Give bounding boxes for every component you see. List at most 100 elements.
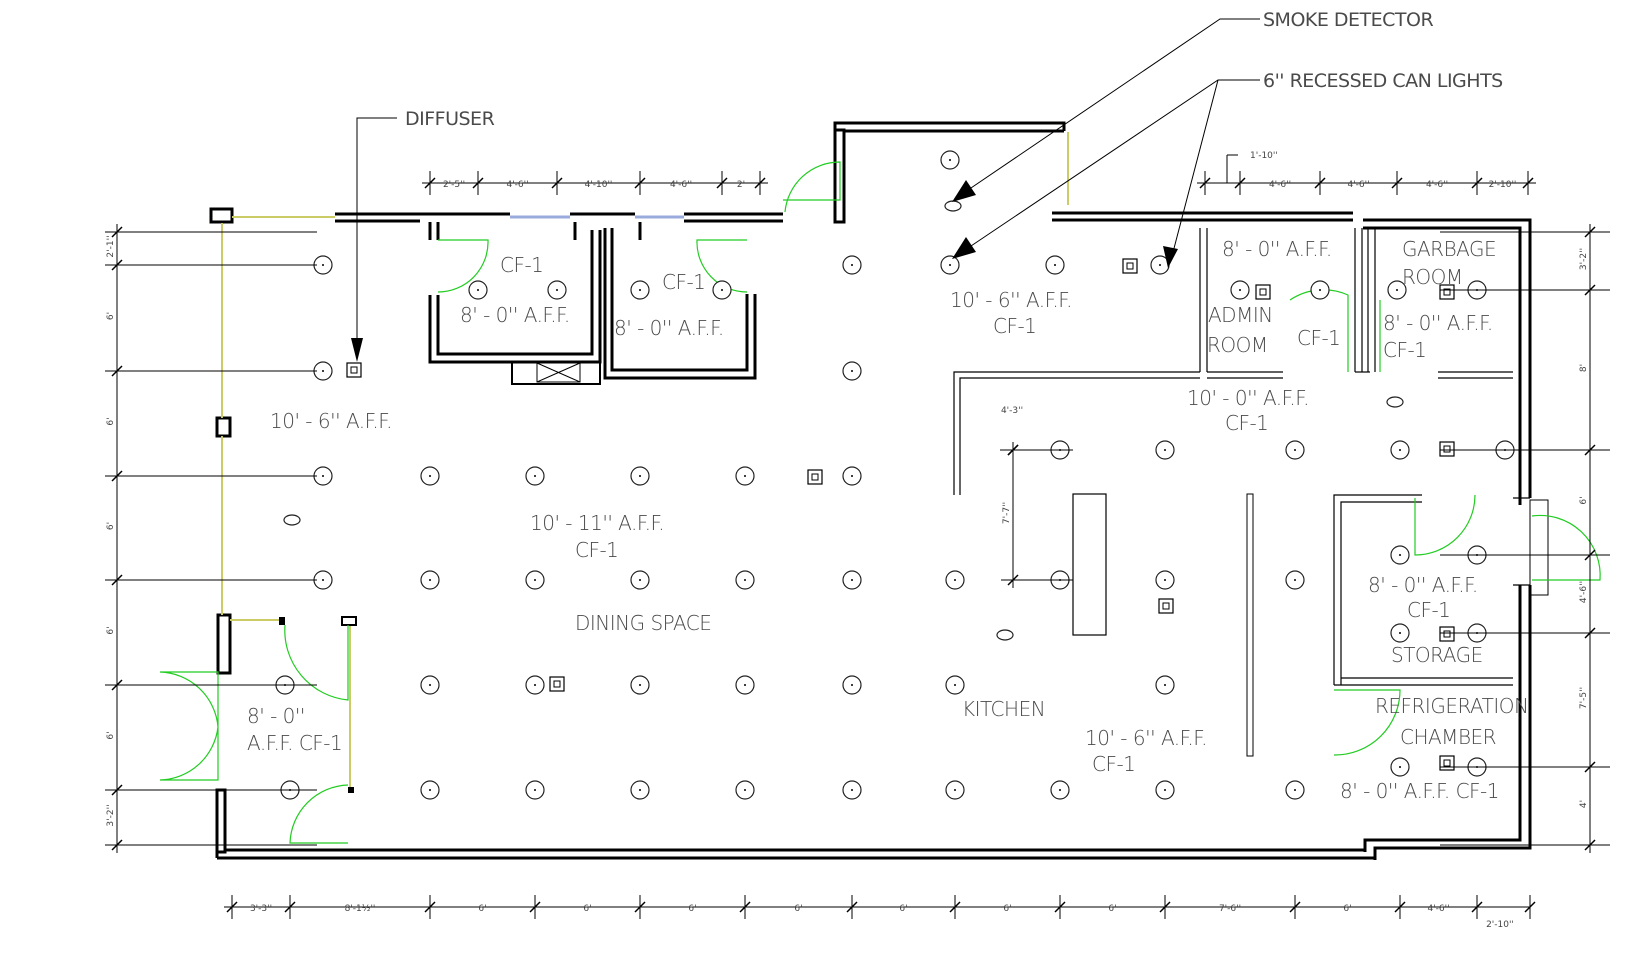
- dimension-label: 6': [899, 904, 907, 914]
- dimension-label: 4'-6'': [670, 180, 692, 190]
- light-icon: [1285, 570, 1305, 590]
- light-icon: [1390, 623, 1410, 643]
- smoke-detector-icon: [1386, 396, 1404, 408]
- light-icon: [735, 570, 755, 590]
- light-icon: [1310, 280, 1330, 300]
- light-icon: [735, 466, 755, 486]
- dimension-label: 6': [794, 904, 802, 914]
- storage-type: CF-1: [1407, 598, 1450, 622]
- light-icon: [1155, 440, 1175, 460]
- diffuser-icon: [1439, 441, 1455, 457]
- light-icon: [525, 780, 545, 800]
- room-labels: CF-1 8' - 0'' A.F.F. CF-1 8' - 0'' A.F.F…: [247, 237, 1529, 803]
- light-icon: [547, 280, 567, 300]
- garbage-name-1: GARBAGE: [1402, 237, 1496, 261]
- dimension-label: 6': [106, 417, 116, 425]
- restroom-2-height: 8' - 0'' A.F.F.: [614, 316, 724, 340]
- entry-type: CF-1: [993, 314, 1036, 338]
- dimension-label: 2'-10'': [1486, 920, 1514, 930]
- diffuser-icon: [549, 676, 565, 692]
- light-icon: [1155, 675, 1175, 695]
- entry-height: 10' - 6'' A.F.F.: [950, 288, 1072, 312]
- storage-name: STORAGE: [1391, 643, 1483, 667]
- dimension-label: 6': [1003, 904, 1011, 914]
- dimension-label: 2'-5'': [443, 180, 465, 190]
- light-icon: [842, 466, 862, 486]
- light-icon: [1387, 280, 1407, 300]
- label-smoke-detector: SMOKE DETECTOR: [1263, 9, 1433, 31]
- light-icon: [842, 570, 862, 590]
- light-icon: [630, 466, 650, 486]
- annotation-labels: SMOKE DETECTOR 6'' RECESSED CAN LIGHTS D…: [405, 9, 1503, 130]
- diffuser-icon: [1439, 626, 1455, 642]
- dimension-label: 1'-10'': [1250, 151, 1278, 161]
- dimension-label: 7'-5'': [1579, 687, 1589, 709]
- garbage-height: 8' - 0'' A.F.F.: [1383, 311, 1493, 335]
- dimension-lines: 2'-5''4'-6''4'-10''4'-6''2'1'-10''4'-6''…: [105, 151, 1610, 930]
- leader-lines: [351, 18, 1260, 362]
- smoke-detector-icon: [944, 200, 962, 212]
- garbage-type: CF-1: [1383, 338, 1426, 362]
- light-icon: [1230, 280, 1250, 300]
- label-diffuser: DIFFUSER: [405, 108, 495, 130]
- dimension-label: 4': [1579, 800, 1589, 808]
- light-icon: [735, 780, 755, 800]
- dimension-label: 3'-2'': [106, 804, 116, 826]
- light-icon: [630, 570, 650, 590]
- dining-name: DINING SPACE: [575, 611, 711, 635]
- light-icon: [313, 570, 333, 590]
- light-icon: [420, 780, 440, 800]
- dining-left-height: 10' - 6'' A.F.F.: [270, 409, 392, 433]
- light-icon: [525, 466, 545, 486]
- diffuser-icon: [1122, 258, 1138, 274]
- kitchen-inner-lower-dimension-chain: 7'-7'': [1001, 442, 1073, 588]
- smoke-detector-icon: [996, 629, 1014, 641]
- diffuser-icon: [1255, 284, 1271, 300]
- refrigeration-height: 8' - 0'' A.F.F. CF-1: [1340, 779, 1499, 803]
- light-icon: [1285, 440, 1305, 460]
- light-icon: [940, 255, 960, 275]
- dimension-label: 6': [1579, 496, 1589, 504]
- dimension-label: 2': [737, 180, 745, 190]
- dining-height: 10' - 11'' A.F.F.: [530, 511, 664, 535]
- dimension-label: 7'-6'': [1219, 904, 1241, 914]
- dimension-label: 6': [1343, 904, 1351, 914]
- dimension-label: 4'-6'': [1579, 581, 1589, 603]
- vestibule-height-2: A.F.F. CF-1: [247, 731, 342, 755]
- restroom-2-type: CF-1: [662, 270, 705, 294]
- dimension-label: 3'-2'': [1579, 248, 1589, 270]
- light-icon: [842, 780, 862, 800]
- dimension-label: 6': [478, 904, 486, 914]
- refrigeration-name-2: CHAMBER: [1400, 725, 1496, 749]
- light-icon: [1285, 780, 1305, 800]
- refrigeration-name-1: REFRIGERATION: [1375, 694, 1529, 718]
- dimension-label: 4'-6'': [506, 180, 528, 190]
- light-icon: [525, 675, 545, 695]
- light-icon: [1390, 440, 1410, 460]
- dining-type: CF-1: [575, 538, 618, 562]
- diffuser-icon: [346, 362, 362, 378]
- dimension-label: 6': [1108, 904, 1116, 914]
- light-icon: [630, 780, 650, 800]
- light-icon: [712, 280, 732, 300]
- smoke-detectors: [283, 200, 1404, 641]
- diffusers: [346, 258, 1455, 771]
- bottom-dimension-chain: 3'-3''8'-1½''6'6'6'6'6'6'6'7'-6''6'4'-6'…: [224, 895, 1485, 919]
- restroom-1-type: CF-1: [500, 253, 543, 277]
- right-dimension-chain: 3'-2'' 8' 6' 4'-6'' 7'-5'' 4': [1440, 224, 1610, 853]
- storage-height: 8' - 0'' A.F.F.: [1368, 573, 1478, 597]
- dimension-label: 2'-1'': [106, 235, 116, 257]
- interior-walls: [279, 222, 1549, 793]
- dimension-label: 7'-7'': [1002, 502, 1012, 524]
- kitchen-type: CF-1: [1092, 752, 1135, 776]
- diffuser-icon: [1439, 284, 1455, 300]
- diffuser-icon: [1439, 755, 1455, 771]
- dimension-label: 8': [1579, 364, 1589, 372]
- top-left-dimension-chain: 2'-5''4'-6''4'-10''4'-6''2': [422, 171, 768, 195]
- dimension-label: 6': [106, 522, 116, 530]
- dimension-label: 8'-1½'': [345, 904, 376, 914]
- light-icon: [420, 570, 440, 590]
- kitchen-height: 10' - 6'' A.F.F.: [1085, 726, 1207, 750]
- light-icon: [842, 361, 862, 381]
